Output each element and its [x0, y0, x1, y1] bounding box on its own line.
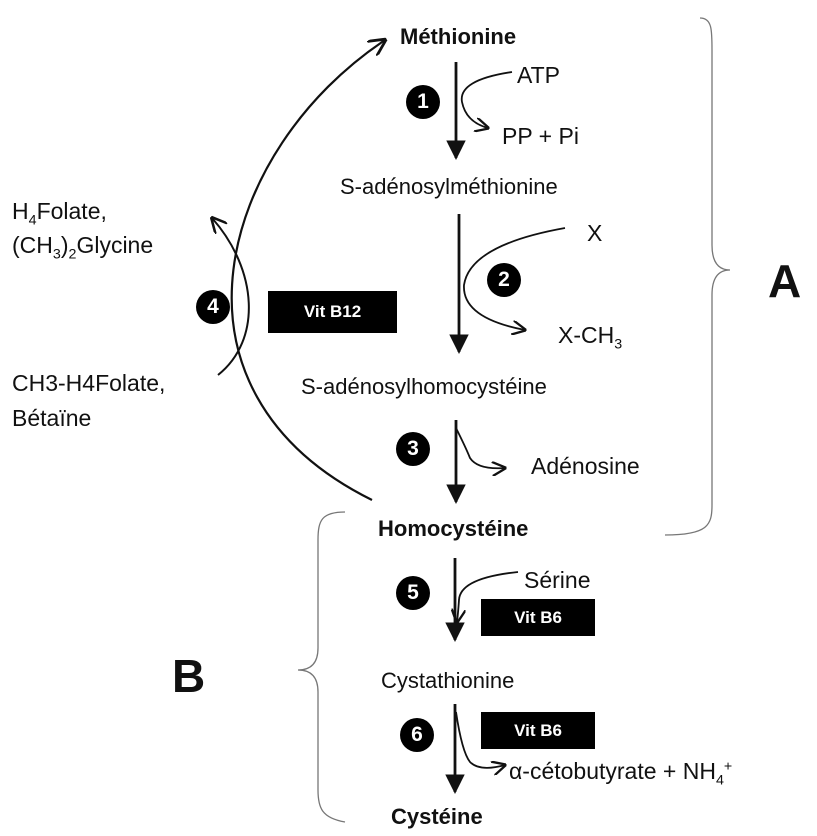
arrow-ketobutyrate-side	[455, 711, 505, 768]
arrow-homocysteine-to-methionine	[230, 40, 385, 501]
step-badge-2: 2	[487, 263, 521, 297]
brace-a	[664, 17, 731, 536]
label-adenosine: Adénosine	[531, 453, 640, 479]
step-badge-6: 6	[400, 718, 434, 752]
step-badge-4: 4	[196, 290, 230, 324]
cofactor-vit-b6-step5: Vit B6	[481, 599, 595, 636]
arrow-adenosine-side	[455, 427, 505, 468]
arrow-methyl-donor-side	[212, 218, 250, 376]
label-serine: Sérine	[524, 567, 591, 593]
label-ketobutyrate-ammonium: α-cétobutyrate + NH4+	[509, 758, 733, 789]
arrow-methyl-transfer-side	[463, 227, 566, 330]
node-cysteine: Cystéine	[391, 804, 483, 829]
cofactor-vit-b12: Vit B12	[268, 291, 397, 333]
brace-b	[297, 511, 346, 823]
label-h4folate: H4Folate,	[12, 198, 107, 229]
node-cystathionine: Cystathionine	[381, 668, 515, 693]
step-badge-5: 5	[396, 576, 430, 610]
arrow-serine-side	[457, 571, 519, 622]
node-methionine: Méthionine	[400, 24, 517, 49]
label-x-ch3: X-CH3	[558, 322, 623, 353]
label-ch3-h4folate: CH3-H4Folate,	[12, 370, 166, 396]
label-betaine: Bétaïne	[12, 405, 92, 431]
label-pp-pi: PP + Pi	[502, 123, 579, 149]
cofactor-vit-b6-step6: Vit B6	[481, 712, 595, 749]
brace-label-b: B	[172, 650, 206, 702]
brace-label-a: A	[768, 255, 802, 307]
node-s-adenosylhomocysteine: S-adénosylhomocystéine	[301, 374, 547, 399]
node-s-adenosylmethionine: S-adénosylméthionine	[340, 174, 558, 199]
label-x: X	[587, 220, 603, 246]
step-badge-3: 3	[396, 432, 430, 466]
label-atp: ATP	[517, 62, 561, 88]
arrow-atp-side	[460, 71, 513, 128]
node-homocysteine: Homocystéine	[378, 516, 529, 541]
label-dimethylglycine: (CH3)2Glycine	[12, 232, 154, 263]
step-badge-1: 1	[406, 85, 440, 119]
